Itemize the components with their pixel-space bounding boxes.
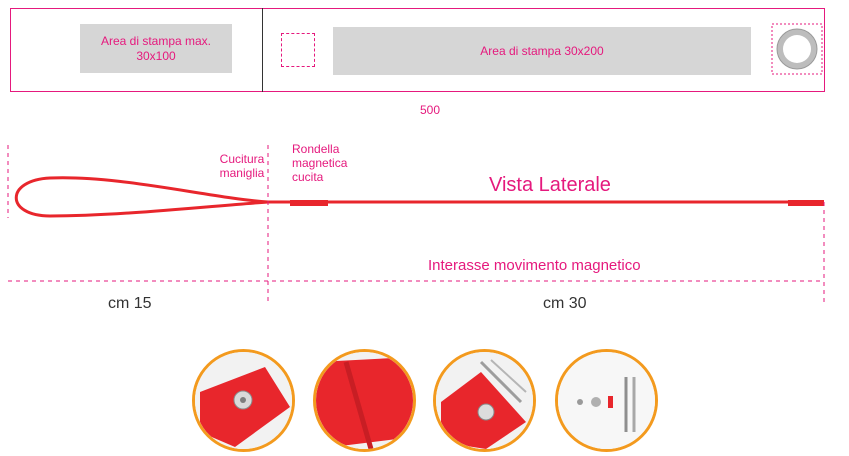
- print-area-max-line1: Area di stampa max.: [100, 33, 212, 48]
- magnetic-axis-label: Interasse movimento magnetico: [428, 257, 641, 274]
- dimension-right: cm 30: [543, 295, 587, 312]
- magnetic-washer-icon: [771, 23, 823, 75]
- side-view-drawing: [7, 145, 825, 302]
- washer-label-line3: cucita: [292, 170, 324, 184]
- strap-top-view: [10, 8, 825, 92]
- print-area-max: Area di stampa max. 30x100: [80, 24, 232, 73]
- washer-position-marker: [281, 33, 315, 67]
- print-area-main-label: Area di stampa 30x200: [480, 43, 604, 58]
- seam-label-line2: maniglia: [219, 166, 265, 180]
- seam-label: Cucitura maniglia: [214, 152, 270, 180]
- photo-washer-closeup-icon: [192, 349, 295, 452]
- photo-strap-fabric-icon: [313, 349, 416, 452]
- photo-components-icon: [555, 349, 658, 452]
- total-width-label: 500: [420, 103, 441, 117]
- dimension-left: cm 15: [108, 295, 152, 312]
- seam-label-line1: Cucitura: [219, 152, 265, 166]
- washer-label: Rondella magnetica cucita: [292, 142, 347, 184]
- print-area-main: Area di stampa 30x200: [333, 27, 751, 75]
- print-area-max-line2: 30x100: [136, 48, 176, 63]
- washer-label-line1: Rondella: [292, 142, 340, 156]
- photo-washer-with-tools-icon: [433, 349, 536, 452]
- washer-label-line2: magnetica: [292, 156, 348, 170]
- top-view-divider: [262, 8, 263, 92]
- side-view-title: Vista Laterale: [489, 174, 611, 196]
